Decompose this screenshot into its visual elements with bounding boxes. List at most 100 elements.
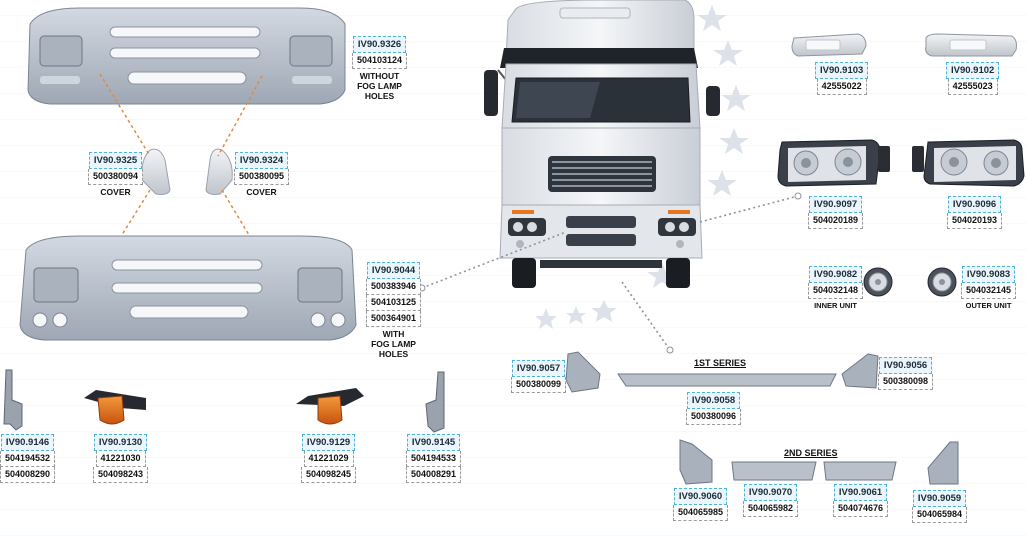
oe-number: 504074676 [833, 501, 889, 517]
label-marker-left: IV90.9130 41221030 504098243 [93, 434, 149, 483]
bracket-left-part [3, 369, 23, 431]
label-foglamp-inner: IV90.9082 504032148 INNER UNIT [808, 266, 864, 311]
part-code: IV90.9057 [511, 360, 566, 377]
label-s1-center: IV90.9058 500380096 [686, 392, 742, 425]
oe-number: 504065985 [673, 505, 729, 521]
oe-number: 500380096 [686, 409, 742, 425]
label-bracket-left: IV90.9146 504194532 504008290 [0, 434, 56, 483]
part-code: IV90.9097 [808, 196, 863, 213]
oe-number: 504065984 [912, 507, 968, 523]
part-note: OUTER UNIT [965, 301, 1012, 310]
headlamp-right-part [912, 139, 1025, 187]
label-headlamp-left: IV90.9097 504020189 [808, 196, 864, 229]
s2-center-right-part [823, 461, 897, 481]
label-cover-left: IV90.9325 500380094 COVER [88, 152, 144, 197]
part-note: WITH FOG LAMP HOLES [371, 329, 416, 359]
oe-number: 41221029 [303, 451, 354, 467]
pointer-dot [794, 192, 802, 200]
part-code: IV90.9059 [912, 490, 967, 507]
s2-center-left-part [731, 461, 817, 481]
label-lamp-top-right: IV90.9102 42555023 [946, 62, 1000, 95]
oe-number: 500383946 [366, 279, 422, 295]
part-code: IV90.9083 [961, 266, 1016, 283]
label-bumper-top: IV90.9326 504103124 WITHOUT FOG LAMP HOL… [352, 36, 408, 101]
oe-number: 500380099 [511, 377, 567, 393]
part-code: IV90.9060 [673, 488, 728, 505]
label-s2-right-end: IV90.9059 504065984 [912, 490, 968, 523]
label-s1-right-end: IV90.9056 500380098 [878, 357, 934, 390]
label-s2-center-left: IV90.9070 504065982 [743, 484, 799, 517]
cover-left-part [141, 148, 171, 195]
oe-number: 504103125 [366, 295, 422, 311]
oe-number: 504194532 [0, 451, 56, 467]
label-marker-right: IV90.9129 41221029 504098245 [301, 434, 357, 483]
part-note: WITHOUT FOG LAMP HOLES [357, 71, 402, 101]
oe-number: 504008290 [0, 467, 56, 483]
oe-number: 504194533 [406, 451, 462, 467]
fog-lamp-outer-part [927, 267, 957, 297]
part-code: IV90.9102 [946, 62, 1000, 79]
clearance-lamp-right-part [925, 33, 1017, 57]
label-lamp-top-left: IV90.9103 42555022 [815, 62, 869, 95]
oe-number: 500380094 [88, 169, 144, 185]
label-headlamp-right: IV90.9096 504020193 [947, 196, 1003, 229]
part-note: COVER [100, 187, 131, 197]
oe-number: 41221030 [95, 451, 146, 467]
clearance-lamp-left-part [791, 33, 867, 57]
part-code: IV90.9325 [88, 152, 143, 169]
label-foglamp-outer: IV90.9083 504032145 OUTER UNIT [961, 266, 1017, 311]
part-code: IV90.9103 [815, 62, 869, 79]
oe-number: 504008291 [406, 467, 462, 483]
label-bumper-fog: IV90.9044 500383946 504103125 500364901 … [366, 262, 422, 359]
oe-number: 504032145 [961, 283, 1017, 299]
oe-number: 42555022 [816, 79, 867, 95]
oe-number: 504032148 [808, 283, 864, 299]
fog-lamp-inner-part [863, 267, 893, 297]
oe-number: 504103124 [352, 53, 408, 69]
part-code: IV90.9070 [743, 484, 798, 501]
cover-right-part [205, 148, 233, 195]
part-code: IV90.9082 [808, 266, 863, 283]
bumper-without-fog-holes [27, 7, 346, 105]
s1-left-end-part [565, 351, 601, 393]
s1-right-end-part [841, 353, 879, 389]
marker-lamp-right-part [296, 388, 364, 425]
oe-number: 504020189 [808, 213, 864, 229]
bracket-right-part [425, 371, 445, 433]
label-s1-left-end: IV90.9057 500380099 [511, 360, 567, 393]
oe-number: 504098245 [301, 467, 357, 483]
s1-center-part [617, 373, 837, 387]
oe-number: 500380098 [878, 374, 934, 390]
s2-right-end-part [927, 441, 959, 485]
part-code: IV90.9061 [833, 484, 888, 501]
series-2-title: 2ND SERIES [784, 448, 838, 458]
pointer-dot [666, 346, 674, 354]
label-s2-left-end: IV90.9060 504065985 [673, 488, 729, 521]
oe-number: 504020193 [947, 213, 1003, 229]
part-code: IV90.9145 [406, 434, 461, 451]
oe-number: 500380095 [234, 169, 290, 185]
part-code: IV90.9058 [686, 392, 741, 409]
marker-lamp-left-part [84, 390, 146, 425]
part-note: INNER UNIT [814, 301, 857, 310]
bumper-with-fog-holes [19, 235, 357, 341]
part-code: IV90.9146 [0, 434, 55, 451]
oe-number: 504098243 [93, 467, 149, 483]
s2-left-end-part [679, 439, 713, 485]
part-code: IV90.9324 [234, 152, 289, 169]
oe-number: 500364901 [366, 311, 422, 327]
part-code: IV90.9044 [366, 262, 421, 279]
part-code: IV90.9129 [301, 434, 356, 451]
headlamp-left-part [777, 139, 890, 187]
part-code: IV90.9096 [947, 196, 1002, 213]
series-1-title: 1ST SERIES [694, 358, 747, 368]
part-code: IV90.9056 [878, 357, 933, 374]
part-note: COVER [246, 187, 277, 197]
truck-illustration [484, 0, 720, 288]
label-cover-right: IV90.9324 500380095 COVER [234, 152, 290, 197]
pointer-lines [421, 195, 799, 351]
part-code: IV90.9326 [352, 36, 407, 53]
oe-number: 504065982 [743, 501, 799, 517]
label-s2-center-right: IV90.9061 504074676 [833, 484, 889, 517]
